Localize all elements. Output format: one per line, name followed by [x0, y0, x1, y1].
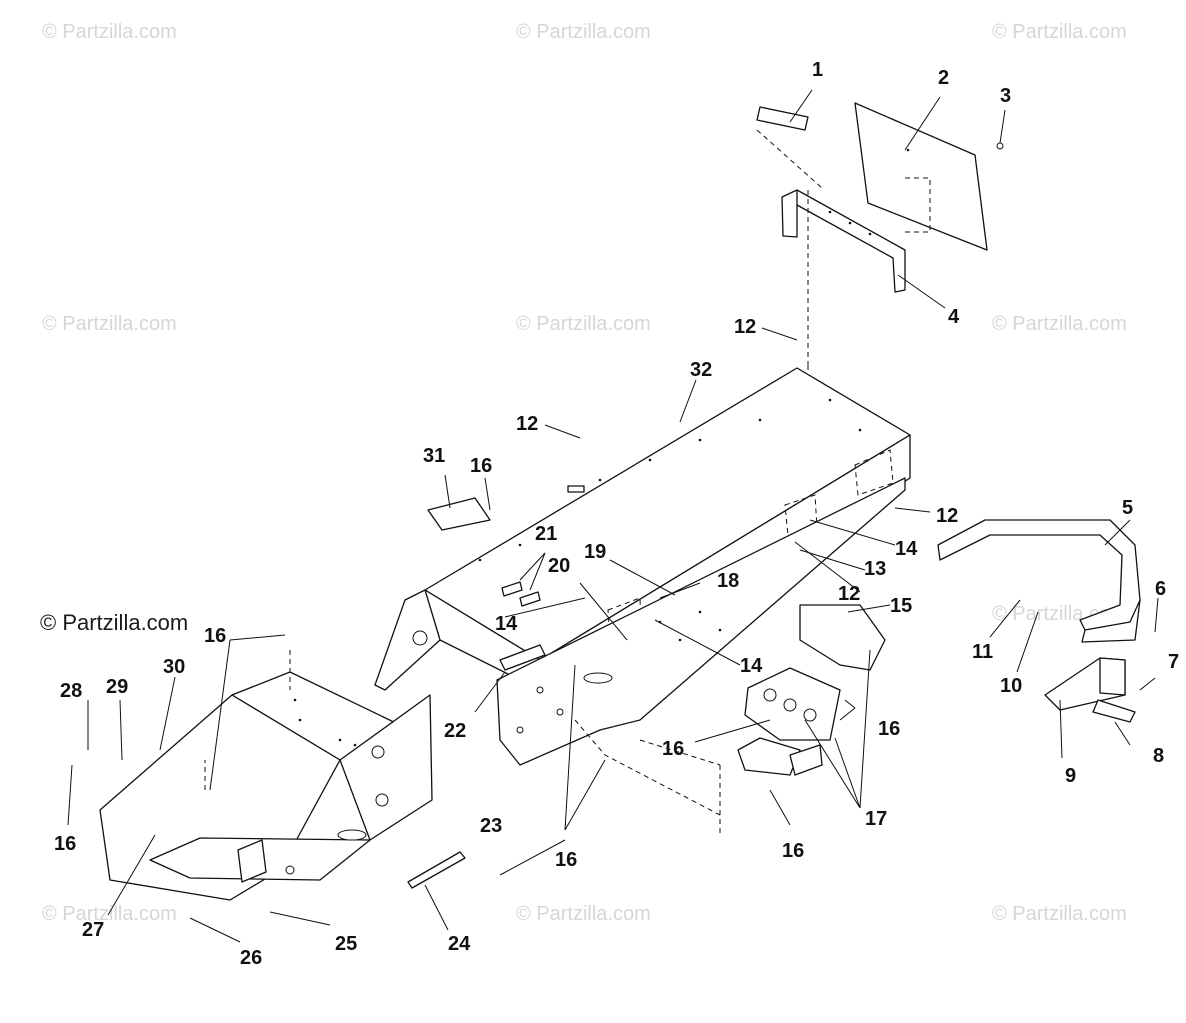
part-bolt — [996, 142, 1004, 150]
part-flap — [854, 102, 988, 251]
callouts: 1 2 3 4 5 6 7 8 9 10 11 12 12 12 12 13 1… — [54, 59, 1179, 969]
callout-12: 12 — [516, 413, 538, 435]
callout-26: 26 — [240, 947, 262, 969]
callout-16: 16 — [555, 849, 577, 871]
part-flap-bracket — [781, 177, 931, 365]
callout-6: 6 — [1155, 578, 1166, 600]
watermark: © Partzilla.com — [992, 21, 1127, 43]
callout-30: 30 — [163, 656, 185, 678]
callout-8: 8 — [1153, 745, 1164, 767]
watermark: © Partzilla.com — [42, 21, 177, 43]
callout-27: 27 — [82, 919, 104, 941]
callout-13: 13 — [864, 558, 886, 580]
callout-12: 12 — [734, 316, 756, 338]
watermark: © Partzilla.com — [992, 903, 1127, 925]
watermark-prominent: © Partzilla.com — [40, 610, 188, 635]
part-bulkhead — [99, 671, 433, 901]
callout-32: 32 — [690, 359, 712, 381]
leader-lines — [67, 89, 1159, 943]
callout-23: 23 — [480, 815, 502, 837]
part-decal — [756, 106, 823, 189]
part-strip — [407, 851, 466, 889]
callout-1: 1 — [812, 59, 823, 81]
callout-16: 16 — [470, 455, 492, 477]
callout-12: 12 — [838, 583, 860, 605]
watermark: © Partzilla.com — [42, 313, 177, 335]
callout-2: 2 — [938, 67, 949, 89]
callout-21: 21 — [535, 523, 557, 545]
callout-20: 20 — [548, 555, 570, 577]
callout-14: 14 — [740, 655, 763, 677]
callout-3: 3 — [1000, 85, 1011, 107]
callout-16: 16 — [782, 840, 804, 862]
callout-7: 7 — [1168, 651, 1179, 673]
part-plate — [427, 497, 491, 531]
part-brackets — [737, 604, 886, 776]
callout-14: 14 — [495, 613, 518, 635]
callout-18: 18 — [717, 570, 739, 592]
callout-16: 16 — [662, 738, 684, 760]
callout-22: 22 — [444, 720, 466, 742]
callout-4: 4 — [948, 306, 960, 328]
callout-11: 11 — [972, 641, 993, 663]
callout-16: 16 — [878, 718, 900, 740]
callout-14: 14 — [895, 538, 918, 560]
watermark: © Partzilla.com — [992, 313, 1127, 335]
callout-5: 5 — [1122, 497, 1133, 519]
callout-12: 12 — [936, 505, 958, 527]
callout-17: 17 — [865, 808, 887, 830]
watermark: © Partzilla.com — [516, 313, 651, 335]
callout-31: 31 — [423, 445, 445, 467]
callout-16: 16 — [54, 833, 76, 855]
callout-9: 9 — [1065, 765, 1076, 787]
callout-10: 10 — [1000, 675, 1022, 697]
part-reflector — [1044, 657, 1136, 723]
callout-28: 28 — [60, 680, 82, 702]
watermark: © Partzilla.com — [42, 903, 177, 925]
part-bumper — [937, 519, 1141, 643]
watermark: © Partzilla.com — [516, 903, 651, 925]
callout-16: 16 — [204, 625, 226, 647]
callout-19: 19 — [584, 541, 606, 563]
callout-24: 24 — [448, 933, 471, 955]
callout-25: 25 — [335, 933, 357, 955]
watermark: © Partzilla.com — [516, 21, 651, 43]
callout-15: 15 — [890, 595, 912, 617]
callout-29: 29 — [106, 676, 128, 698]
part-rail — [496, 477, 906, 766]
